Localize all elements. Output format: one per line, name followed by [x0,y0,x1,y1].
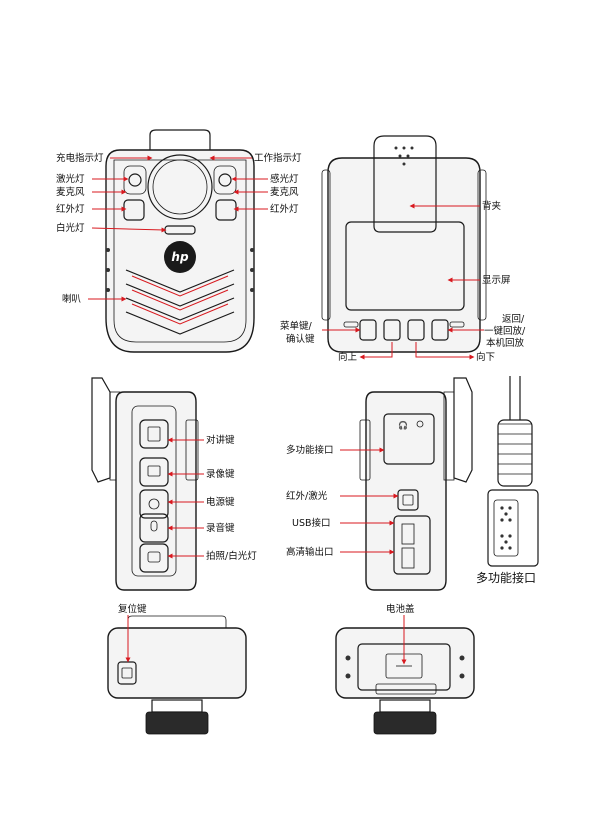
label-record-audio: 录音键 [206,522,235,534]
label-photo: 拍照/白光灯 [206,550,257,562]
label-reset: 复位键 [118,603,147,615]
connector-view: 多功能接口 [476,376,538,585]
label-return-line1: 返回/ [502,313,525,325]
label-back-clip: 背夹 [482,200,502,212]
connector-caption: 多功能接口 [476,570,536,585]
bottom-view: 电池盖 [336,603,474,734]
label-laser: 激光灯 [56,173,85,185]
label-speaker: 喇叭 [62,293,82,305]
label-return-line2: 一键回放/ [484,325,526,337]
right-side-view: 🎧 多功能接口 红外/激光 USB接口 高清输出口 [286,378,472,590]
label-down: 向下 [476,351,495,363]
label-work-indicator: 工作指示灯 [254,152,302,164]
label-ir-right: 红外灯 [270,203,299,215]
connector-pins-icon [500,506,511,549]
multi-function-connector [488,490,538,566]
label-menu-line2: 确认键 [286,333,315,345]
label-ir-laser: 红外/激光 [286,490,328,502]
label-power: 电源键 [206,496,235,508]
label-usb: USB接口 [292,517,331,529]
label-light-sensor: 感光灯 [270,173,299,185]
label-menu-line1: 菜单键/ [280,320,313,332]
label-multi-port: 多功能接口 [286,444,334,456]
label-mic-left: 麦克风 [56,186,85,198]
label-up: 向上 [338,351,358,363]
top-view: 复位键 [108,603,246,734]
back-view: 背夹 显示屏 菜单键/ 确认键 返回/ 一键回放/ 本机回放 向上 向下 [280,136,526,363]
headphone-icon: 🎧 [398,420,408,430]
label-hdmi: 高清输出口 [286,546,334,558]
front-view: hp 充电指示灯 工作指示灯 激光灯 感光灯 麦克风 麦克风 红外灯 [56,130,302,352]
label-battery-cover: 电池盖 [386,603,415,615]
label-white-light: 白光灯 [56,222,85,234]
brand-logo-text: hp [171,250,189,264]
label-talk: 对讲键 [206,434,235,446]
label-mic-right: 麦克风 [270,186,299,198]
label-record-video: 录像键 [206,468,235,480]
label-ir-left: 红外灯 [56,203,85,215]
label-display-screen: 显示屏 [482,275,511,286]
label-return-line3: 本机回放 [486,337,525,349]
left-side-view: 对讲键 录像键 电源键 录音键 拍照/白光灯 [92,378,257,590]
label-charge-indicator: 充电指示灯 [56,152,104,164]
